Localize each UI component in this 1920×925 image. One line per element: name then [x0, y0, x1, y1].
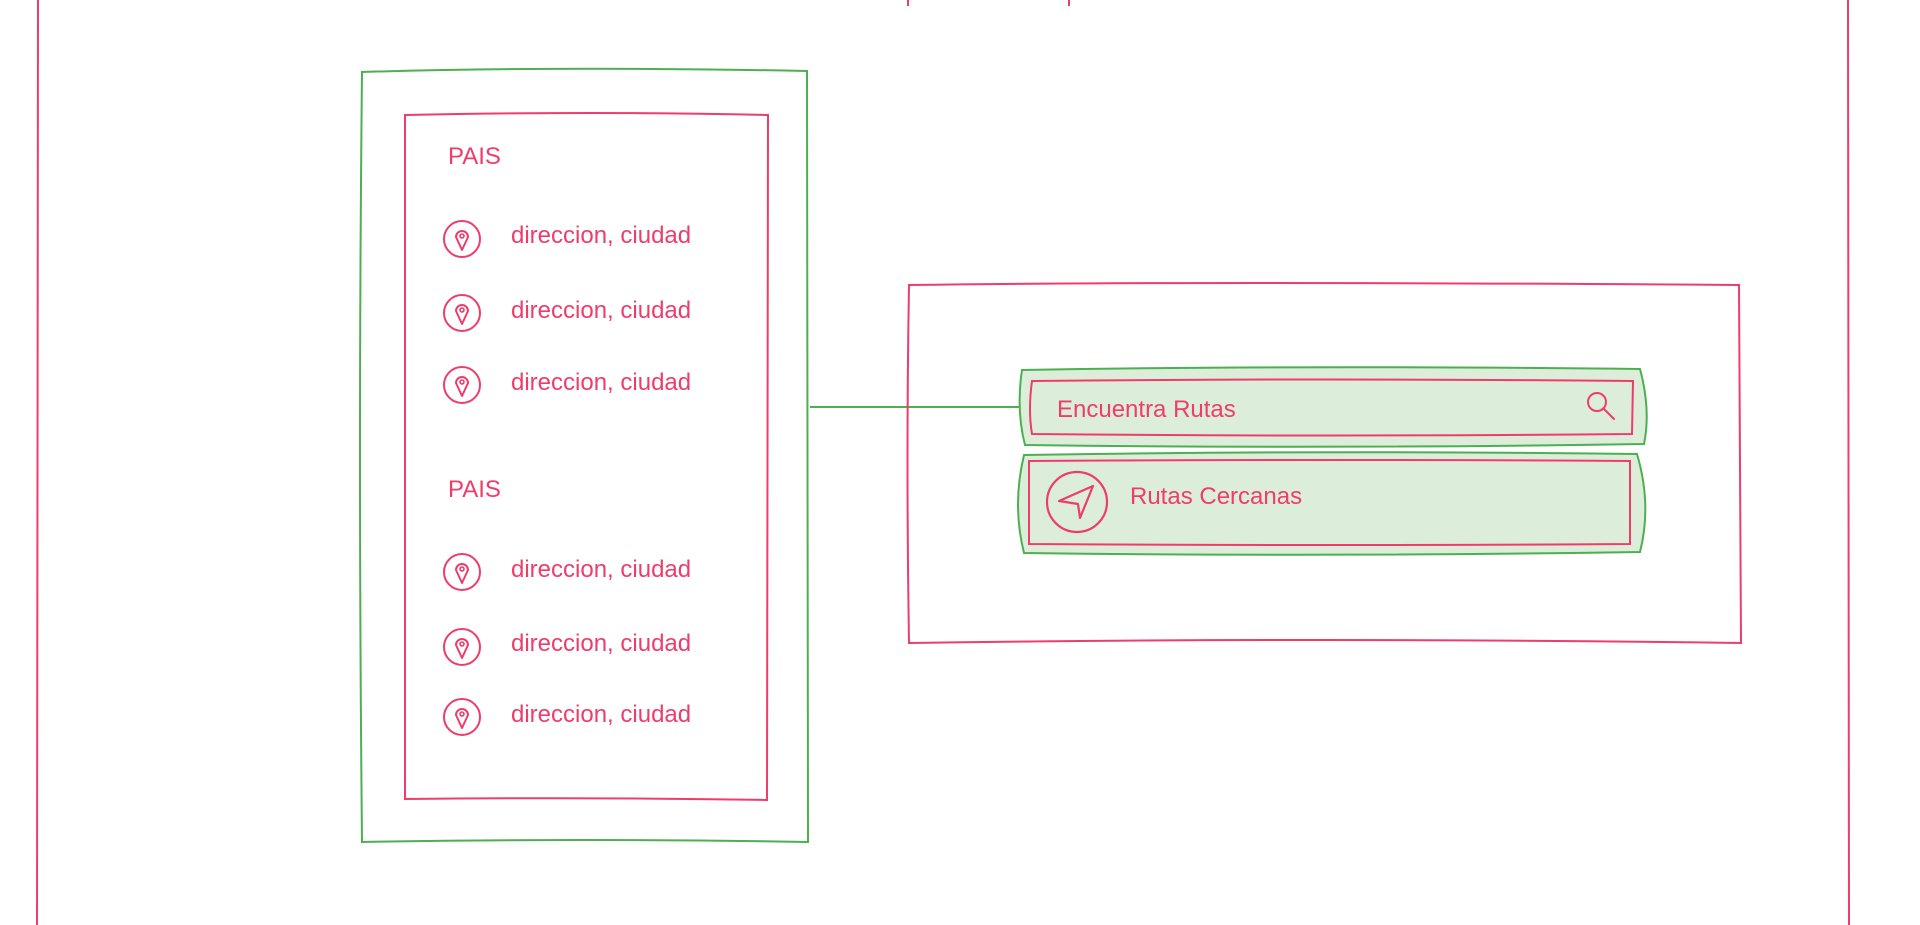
outer-frame: [36, 0, 1850, 925]
list-panel-inner: [404, 112, 770, 802]
nearby-button-inner: [1028, 459, 1631, 546]
address-item[interactable]: direccion, ciudad: [511, 297, 692, 324]
location-pin-icon: [443, 294, 481, 332]
search-panel-container: [906, 282, 1743, 645]
nearby-routes-button[interactable]: [1028, 458, 1631, 544]
nearby-button-outer: [1017, 451, 1647, 556]
cut-off-title-marks: [907, 0, 1070, 6]
address-item[interactable]: direccion, ciudad: [511, 222, 692, 249]
country-heading: PAIS: [448, 143, 501, 170]
navigation-arrow-icon: [1045, 470, 1109, 534]
location-pin-icon: [443, 628, 481, 666]
address-item[interactable]: direccion, ciudad: [511, 556, 692, 583]
list-panel-outer: [359, 67, 810, 844]
search-bar-outer: [1018, 366, 1648, 448]
country-heading: PAIS: [448, 476, 501, 503]
location-pin-icon: [443, 220, 481, 258]
search-icon[interactable]: [1580, 387, 1620, 427]
nearby-routes-label: Rutas Cercanas: [1130, 483, 1303, 510]
location-pin-icon: [443, 553, 481, 591]
search-placeholder: Encuentra Rutas: [1057, 396, 1236, 423]
search-bar-inner: [1029, 378, 1635, 437]
address-item[interactable]: direccion, ciudad: [511, 630, 692, 657]
address-item[interactable]: direccion, ciudad: [511, 369, 692, 396]
location-pin-icon: [443, 366, 481, 404]
address-item[interactable]: direccion, ciudad: [511, 701, 692, 728]
location-pin-icon: [443, 698, 481, 736]
